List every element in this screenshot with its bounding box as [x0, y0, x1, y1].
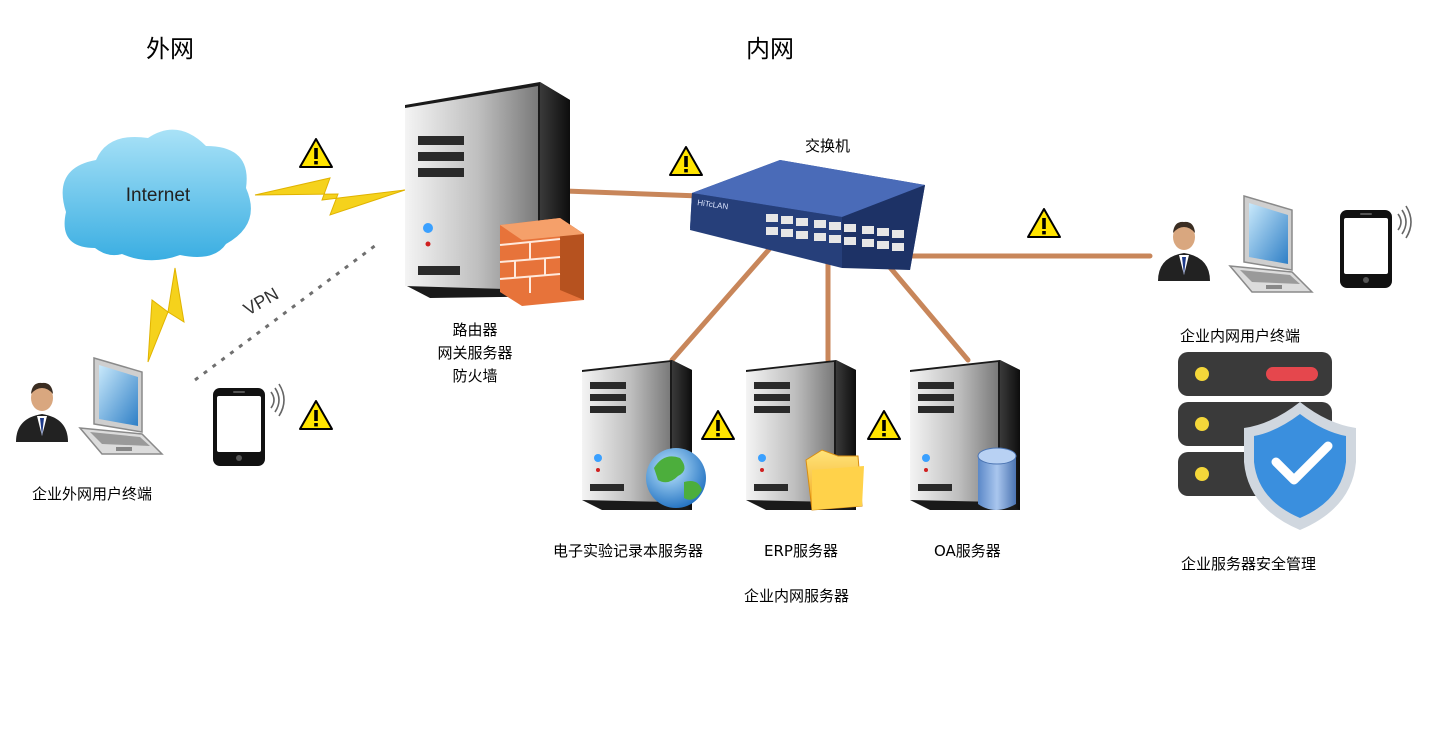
warning-icon — [669, 146, 703, 176]
firewall-icon — [499, 218, 584, 306]
gateway-label: 网关服务器 — [437, 344, 513, 362]
internal-user-label: 企业内网用户终端 — [1180, 327, 1301, 345]
folder-icon — [805, 449, 864, 511]
warning-icon — [867, 410, 901, 440]
server-security-icon — [1178, 352, 1356, 530]
warning-icon — [701, 410, 735, 440]
router-label: 路由器 — [452, 321, 498, 339]
elab-server-label: 电子实验记录本服务器 — [553, 542, 704, 560]
warning-icon — [299, 138, 333, 168]
links — [194, 188, 1153, 382]
wireless-link-icon — [254, 177, 406, 216]
external-phone-icon — [212, 383, 285, 467]
oa-server-label: OA服务器 — [934, 542, 1001, 560]
internet-cloud-icon — [62, 129, 251, 261]
internal-network-heading: 内网 — [746, 35, 794, 63]
intranet-servers-label: 企业内网服务器 — [744, 587, 850, 605]
internal-laptop-icon — [1229, 195, 1313, 293]
database-icon — [977, 447, 1017, 510]
globe-icon — [646, 448, 706, 508]
switch-label: 交换机 — [805, 137, 851, 155]
erp-server-label: ERP服务器 — [764, 542, 838, 560]
network-switch-icon — [690, 160, 925, 270]
vpn-label: VPN — [240, 284, 282, 320]
internal-user-icon — [1158, 221, 1210, 281]
security-management-label: 企业服务器安全管理 — [1181, 555, 1317, 573]
wireless-link-icon — [147, 267, 185, 363]
internal-phone-icon — [1339, 205, 1412, 289]
internet-label: Internet — [126, 185, 191, 206]
external-network-heading: 外网 — [146, 35, 194, 63]
external-laptop-icon — [79, 357, 163, 455]
external-user-icon — [16, 382, 68, 442]
switch-brand-label: HiTcLAN — [697, 198, 729, 211]
external-user-label: 企业外网用户终端 — [32, 485, 153, 503]
warning-icon — [1027, 208, 1061, 238]
firewall-label: 防火墙 — [452, 367, 498, 385]
warning-icon — [299, 400, 333, 430]
